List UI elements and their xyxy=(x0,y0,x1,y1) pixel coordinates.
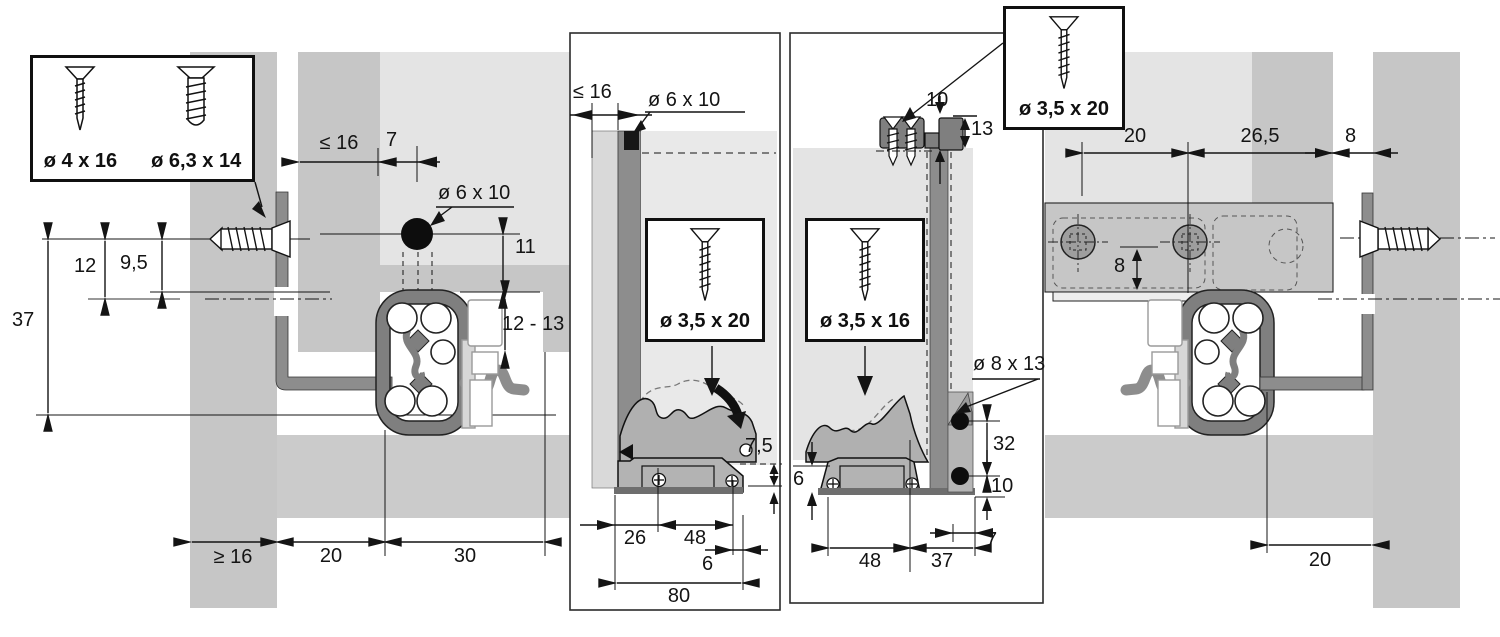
ball-bearing xyxy=(416,385,448,417)
rail-strip-gap xyxy=(274,287,290,316)
drawer-bottom-bar xyxy=(350,265,570,292)
drawer-side-edge xyxy=(948,148,973,392)
dim-bottom-30: 30 xyxy=(453,545,477,567)
dim-top-8: 8 xyxy=(1345,125,1357,147)
screw-size-label: ø 3,5 x 20 xyxy=(1018,98,1110,120)
bracket-screw-hole xyxy=(1160,214,1220,272)
dim-front-gap: 7 xyxy=(386,129,398,151)
dim-6: 6 xyxy=(793,468,805,490)
left-front-panel xyxy=(298,52,380,352)
rail-strip-gap xyxy=(1360,294,1375,314)
ball-bearing xyxy=(430,339,456,365)
dim-wall-offset-top: ≤ 16 xyxy=(319,132,359,154)
install-arrow xyxy=(713,384,743,417)
countersunk-screw-icon xyxy=(689,228,721,301)
screw-spec-inset-front: ø 3,5 x 20 xyxy=(645,218,765,342)
dim-26: 26 xyxy=(623,527,647,549)
side-block xyxy=(543,292,570,352)
ball-bearing xyxy=(386,302,418,334)
bottom-rail xyxy=(617,457,744,493)
dim-bracket-8: 8 xyxy=(1114,255,1126,277)
hole-size-label: ø 8 x 13 xyxy=(973,353,1046,375)
screw-into-right-wall xyxy=(1359,219,1442,259)
screw-spec-4x16: ø 4 x 16 xyxy=(44,58,117,179)
dim-10: 10 xyxy=(991,475,1014,497)
rail-base-plate xyxy=(614,487,743,494)
dim-latch-drop: 7,5 xyxy=(745,435,773,457)
latch-ghost xyxy=(639,379,745,407)
wall-rail-strip xyxy=(1361,192,1374,391)
dim-top-26-5: 26,5 xyxy=(1240,125,1280,147)
inset-leader-line xyxy=(909,42,1004,117)
bracket-screw-hole xyxy=(1048,214,1108,272)
rail-arm xyxy=(1259,376,1365,391)
rail-screw xyxy=(826,477,919,491)
leader-arrowhead xyxy=(252,201,266,218)
dim-12: 12 xyxy=(74,255,97,277)
inset-leader-line xyxy=(254,181,263,208)
screw-size-label: ø 3,5 x 20 xyxy=(659,310,751,332)
drill-hole-6x10 xyxy=(401,218,433,250)
dim-bottom-20: 20 xyxy=(319,545,343,567)
hole-size-label: ø 6 x 10 xyxy=(648,89,721,111)
screw-spec-inset-back: ø 3,5 x 16 xyxy=(805,218,925,342)
countersunk-screw-icon xyxy=(1048,16,1080,89)
dim-80: 80 xyxy=(667,585,691,607)
bottom-band xyxy=(1045,435,1373,518)
dim-top-thickness: ≤ 16 xyxy=(573,81,612,103)
bottom-band xyxy=(277,435,570,518)
countersunk-screw-icon xyxy=(64,66,97,131)
bracket-screw xyxy=(882,116,922,167)
dim-below-hole: 11 xyxy=(515,236,536,258)
ball-bearing xyxy=(420,302,452,334)
latch-lever xyxy=(805,394,930,463)
drawer-front-panel xyxy=(591,130,619,489)
ball-bearing xyxy=(384,385,416,417)
dim-top-20: 20 xyxy=(1123,125,1147,147)
hole-size-label: ø 6 x 10 xyxy=(438,182,511,204)
dowel-6x10 xyxy=(624,131,639,150)
slide-profile xyxy=(1177,289,1275,436)
screw-spec-6-3x14: ø 6,3 x 14 xyxy=(151,58,241,179)
dim-32: 32 xyxy=(993,433,1016,455)
dim-wall-thickness: ≥ 16 xyxy=(213,546,253,568)
dim-bracket-10: 10 xyxy=(926,89,949,111)
screw-spec-inset-left: ø 4 x 16 ø 6,3 x 14 xyxy=(30,55,255,182)
euro-screw-icon xyxy=(176,66,217,126)
wall-rail-strip xyxy=(275,191,393,391)
front-block xyxy=(1252,52,1333,203)
latch-pointer xyxy=(619,444,633,460)
screw-size-label: ø 3,5 x 16 xyxy=(819,310,911,332)
right-cross-section xyxy=(1044,52,1500,608)
screw-size-label: ø 6,3 x 14 xyxy=(151,150,242,172)
dim-bracket-13: 13 xyxy=(971,118,994,140)
dim-48: 48 xyxy=(858,550,882,572)
right-wall-panel xyxy=(1373,52,1460,608)
dim-37: 37 xyxy=(930,550,954,572)
countersunk-screw-icon xyxy=(849,228,881,301)
screw-into-left-wall xyxy=(208,219,291,259)
dim-48: 48 xyxy=(683,527,707,549)
latch-ghost-outlines xyxy=(461,299,503,429)
dim-9-5: 9,5 xyxy=(120,252,148,274)
rail-base-plate xyxy=(818,488,975,495)
dim-bottom-20: 20 xyxy=(1308,549,1332,571)
dowel-8x13 xyxy=(951,412,969,430)
dim-7: 7 xyxy=(986,529,998,551)
dim-6: 6 xyxy=(702,553,714,575)
dim-37: 37 xyxy=(12,309,35,331)
rail-profile-strip xyxy=(929,139,949,493)
screw-size-label: ø 4 x 16 xyxy=(43,150,118,172)
slide-profile xyxy=(375,289,473,436)
dowel-8x13 xyxy=(951,467,969,485)
dim-panel-drop: 12 - 13 xyxy=(502,313,565,335)
latch-ghost-outlines xyxy=(1147,299,1189,429)
screw-spec-inset-top-right: ø 3,5 x 20 xyxy=(1003,6,1125,130)
